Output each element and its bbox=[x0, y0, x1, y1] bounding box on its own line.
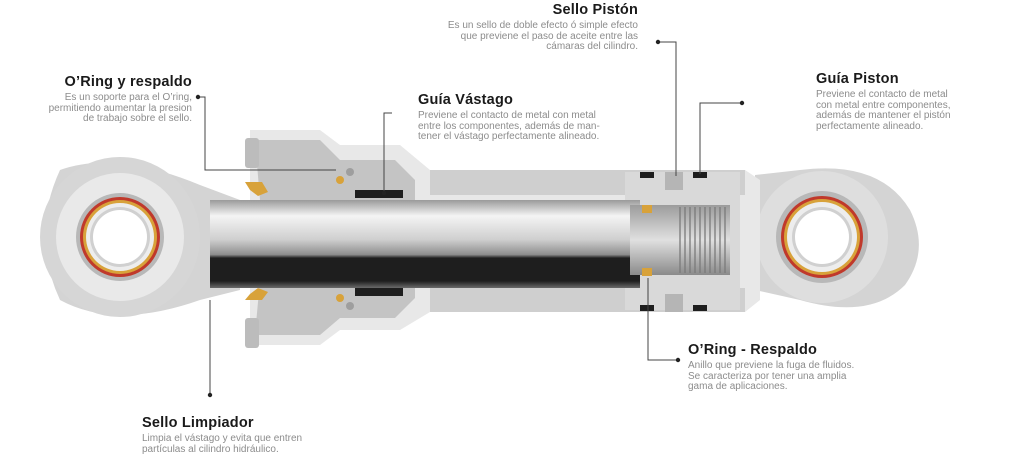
leader-guia-vastago bbox=[383, 112, 392, 193]
guia-piston-title: Guía Piston bbox=[816, 71, 899, 87]
cap-eye-right bbox=[755, 168, 919, 308]
callout-guia-piston: Guía Piston Previene el contacto de meta… bbox=[816, 71, 951, 132]
sello-limpiador-desc: Limpia el vástago y evita que entren par… bbox=[142, 433, 303, 455]
guia-vastago-title: Guía Vástago bbox=[418, 92, 514, 108]
piston-guide bbox=[640, 172, 707, 311]
oring-respaldo-title: O’Ring y respaldo bbox=[64, 74, 192, 90]
callout-sello-piston: Sello Pistón Es un sello de doble efecto… bbox=[448, 2, 638, 53]
leader-oring-top bbox=[198, 96, 336, 171]
sello-piston-desc: Es un sello de doble efecto ó simple efe… bbox=[447, 20, 638, 52]
callout-guia-vastago: Guía Vástago Previene el contacto de met… bbox=[418, 92, 600, 143]
oring-respaldo-desc: Es un soporte para el O’ring, permitiend… bbox=[48, 92, 192, 124]
leader-lines bbox=[198, 41, 742, 395]
rod-thread bbox=[630, 205, 730, 275]
leader-sello-piston bbox=[658, 41, 677, 176]
oring-respaldo-piston-desc: Anillo que previene la fuga de fluidos. … bbox=[688, 360, 855, 392]
oring-respaldo-piston-title: O’Ring - Respaldo bbox=[688, 342, 818, 358]
leader-guia-piston bbox=[699, 102, 742, 174]
rod-eye-left bbox=[40, 157, 240, 317]
wiper-seal bbox=[245, 182, 268, 300]
guia-piston-desc: Previene el contacto de metal con metal … bbox=[816, 89, 951, 132]
leader-oring-bottom bbox=[647, 278, 678, 361]
rod-oring bbox=[336, 168, 354, 310]
piston-seal bbox=[665, 172, 683, 312]
sello-limpiador-title: Sello Limpiador bbox=[142, 415, 254, 431]
piston-rod bbox=[210, 200, 640, 288]
callout-sello-limpiador: Sello Limpiador Limpia el vástago y evit… bbox=[142, 415, 302, 455]
rod-guide bbox=[355, 190, 403, 296]
callout-oring-respaldo: O’Ring y respaldo Es un soporte para el … bbox=[49, 74, 192, 125]
callout-oring-respaldo-piston: O’Ring - Respaldo Anillo que previene la… bbox=[688, 342, 854, 393]
piston-oring bbox=[642, 205, 652, 276]
guia-vastago-desc: Previene el contacto de metal con metal … bbox=[418, 110, 600, 142]
leader-dots bbox=[195, 39, 745, 398]
sello-piston-title: Sello Pistón bbox=[552, 2, 638, 18]
